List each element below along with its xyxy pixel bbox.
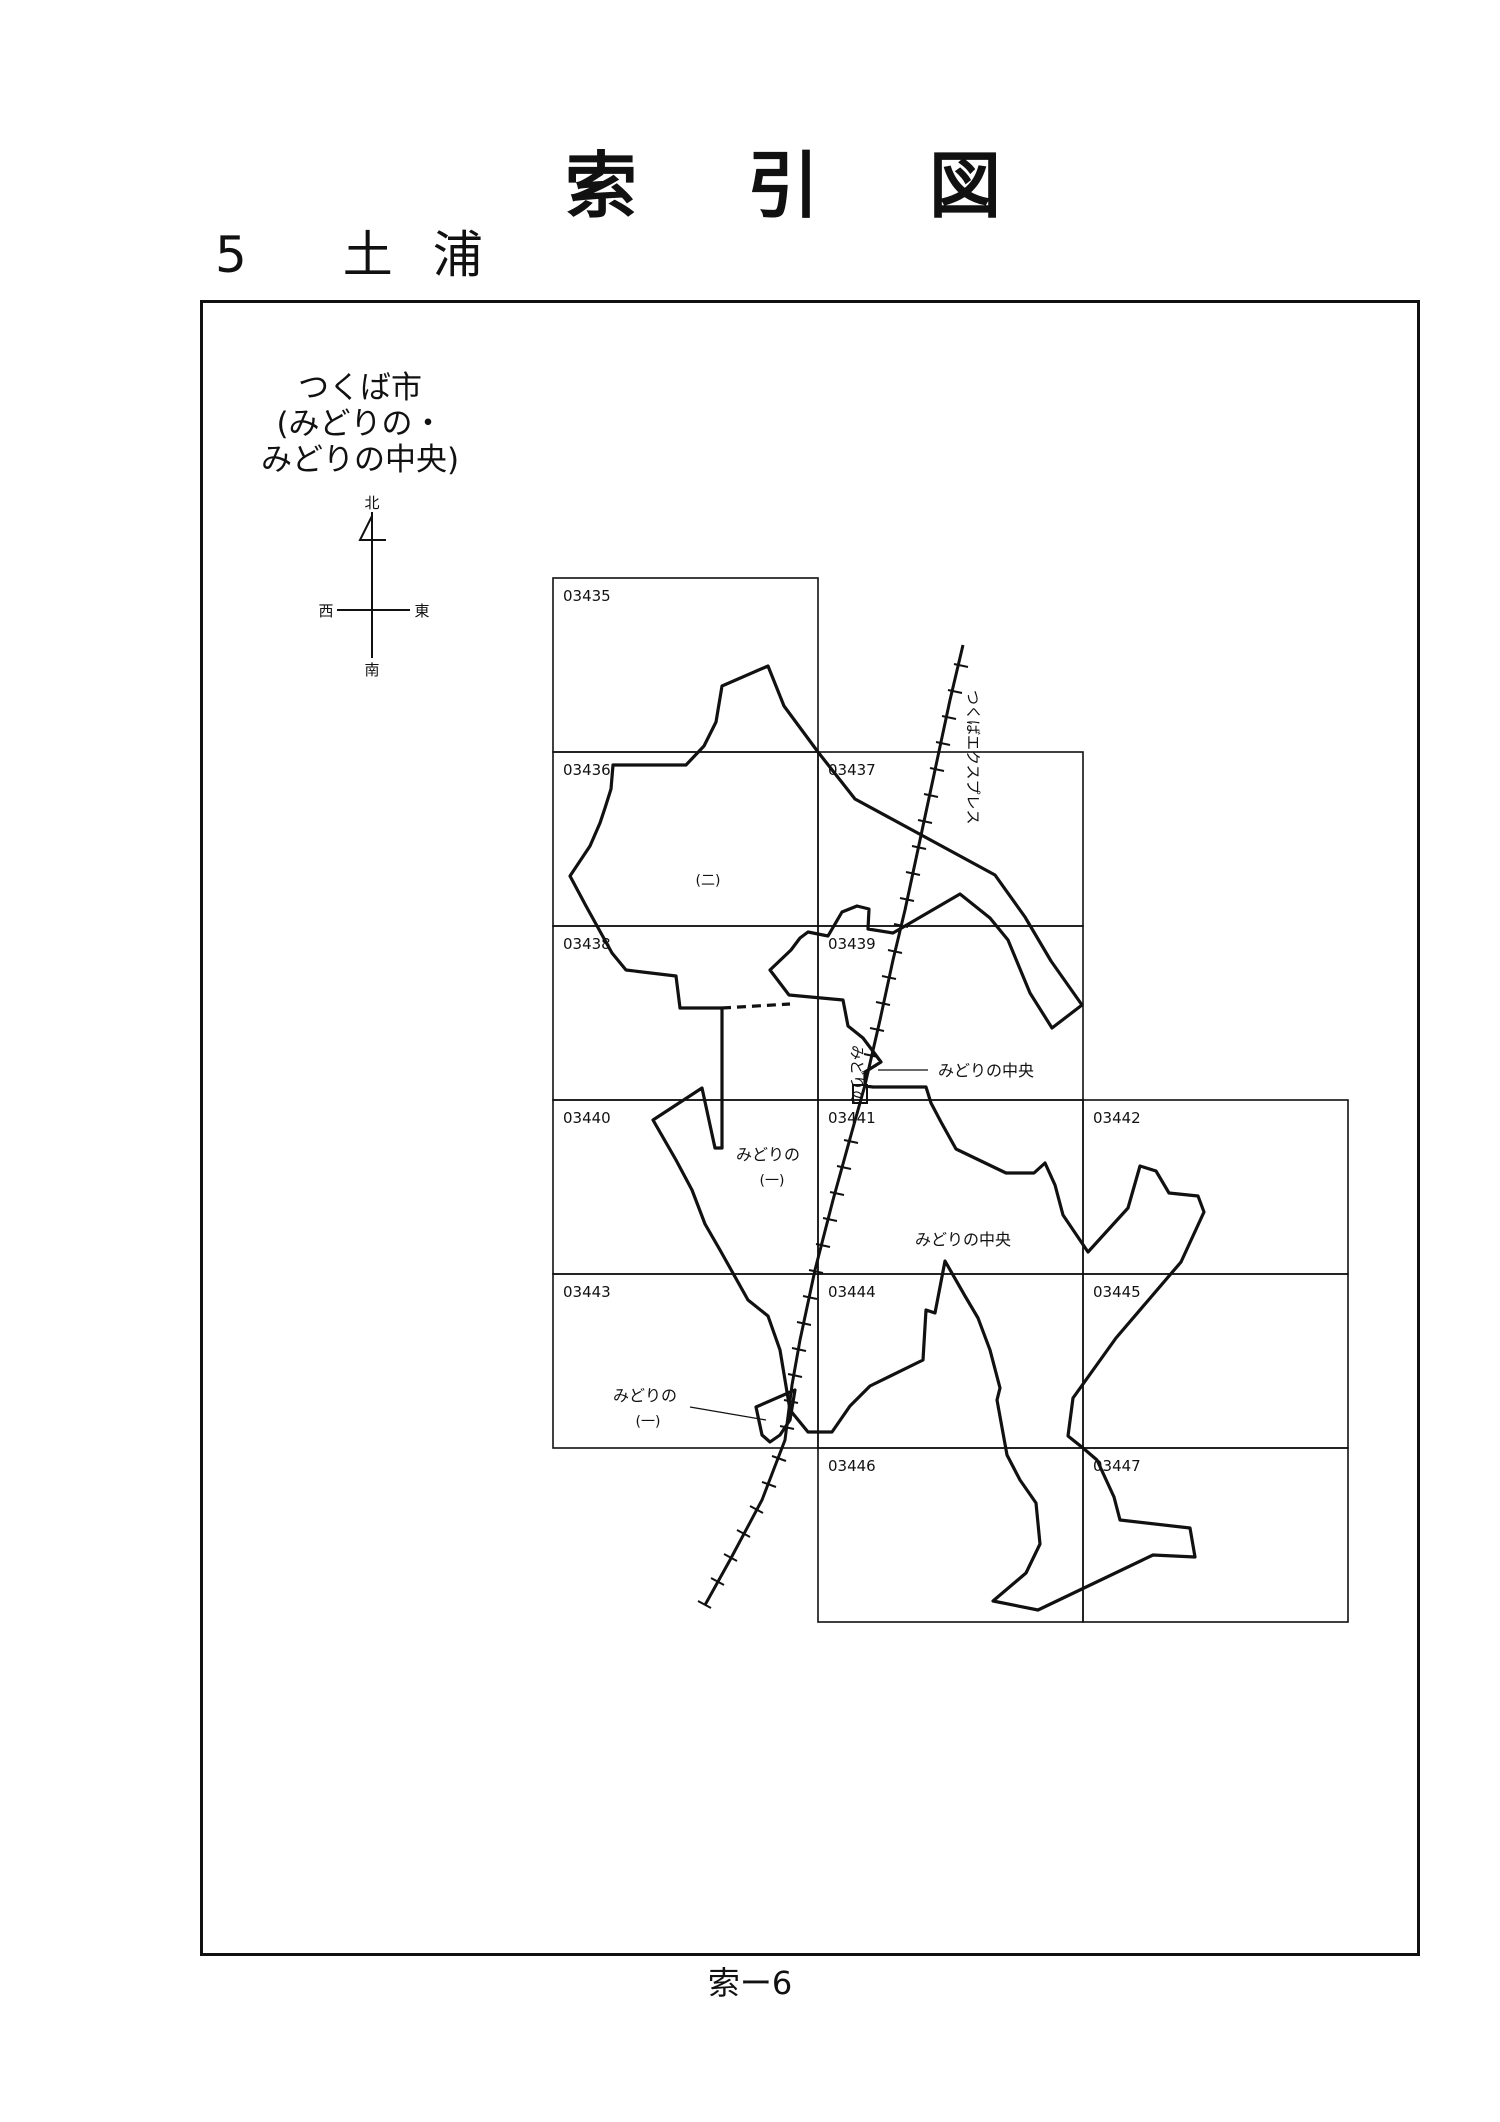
grid-label-03438: 03438 [563,935,611,953]
railway-line [703,644,965,1606]
north-arrow-icon [358,515,386,541]
district-name-midori-1-lower: みどりの [613,1386,677,1405]
grid-label-03446: 03446 [828,1457,876,1475]
boundary-internal-dashed [721,1002,791,1010]
compass-south: 南 [364,661,379,679]
railway-tsukuba-express [697,644,969,1609]
callout-line-midori-1-lower [689,1406,767,1421]
callout-label-midori-chuo: みどりの中央 [938,1061,1034,1080]
city-name: つくば市 [298,370,422,406]
station-marker [852,1084,868,1104]
page-number: 索ー6 [707,1964,793,2002]
grid-label-03445: 03445 [1093,1283,1141,1301]
grid-label-03441: 03441 [828,1109,876,1127]
city-districts-line1: (みどりの・ [276,406,444,442]
grid-label-03447: 03447 [1093,1457,1141,1475]
grid-cell-03447 [1082,1447,1349,1623]
region-title: 5 土浦 [215,226,523,284]
grid-label-03439: 03439 [828,935,876,953]
compass-west: 西 [318,602,333,620]
grid-label-03437: 03437 [828,761,876,779]
map-frame [200,300,1420,1956]
district-number-ni: (二) [696,873,721,889]
district-name-midori-chuo: みどりの中央 [915,1230,1011,1249]
district-number-midori-1-lower: (一) [636,1414,661,1430]
city-districts-line2: みどりの中央) [260,442,460,478]
compass-east: 東 [414,602,429,620]
compass-north: 北 [364,494,379,512]
railway-ticks [697,663,969,1609]
boundary-midori-north [568,664,1206,1612]
grid-label-03440: 03440 [563,1109,611,1127]
grid-label-03444: 03444 [828,1283,876,1301]
station-name-label: みどりの [848,1045,866,1105]
grid-label-03443: 03443 [563,1283,611,1301]
railway-name-label: つくばエクスプレス [964,690,982,825]
grid-label-03442: 03442 [1093,1109,1141,1127]
grid-label-03435: 03435 [563,587,611,605]
grid [552,577,1349,1623]
district-name-midori-1: みどりの [736,1145,800,1164]
compass [337,512,410,658]
grid-label-03436: 03436 [563,761,611,779]
city-label: つくば市 (みどりの・ みどりの中央) [225,370,495,478]
district-number-midori-1: (一) [760,1173,785,1189]
boundary-midori-south-enclave [754,1388,797,1444]
page-title: 索引図 [565,144,1112,228]
